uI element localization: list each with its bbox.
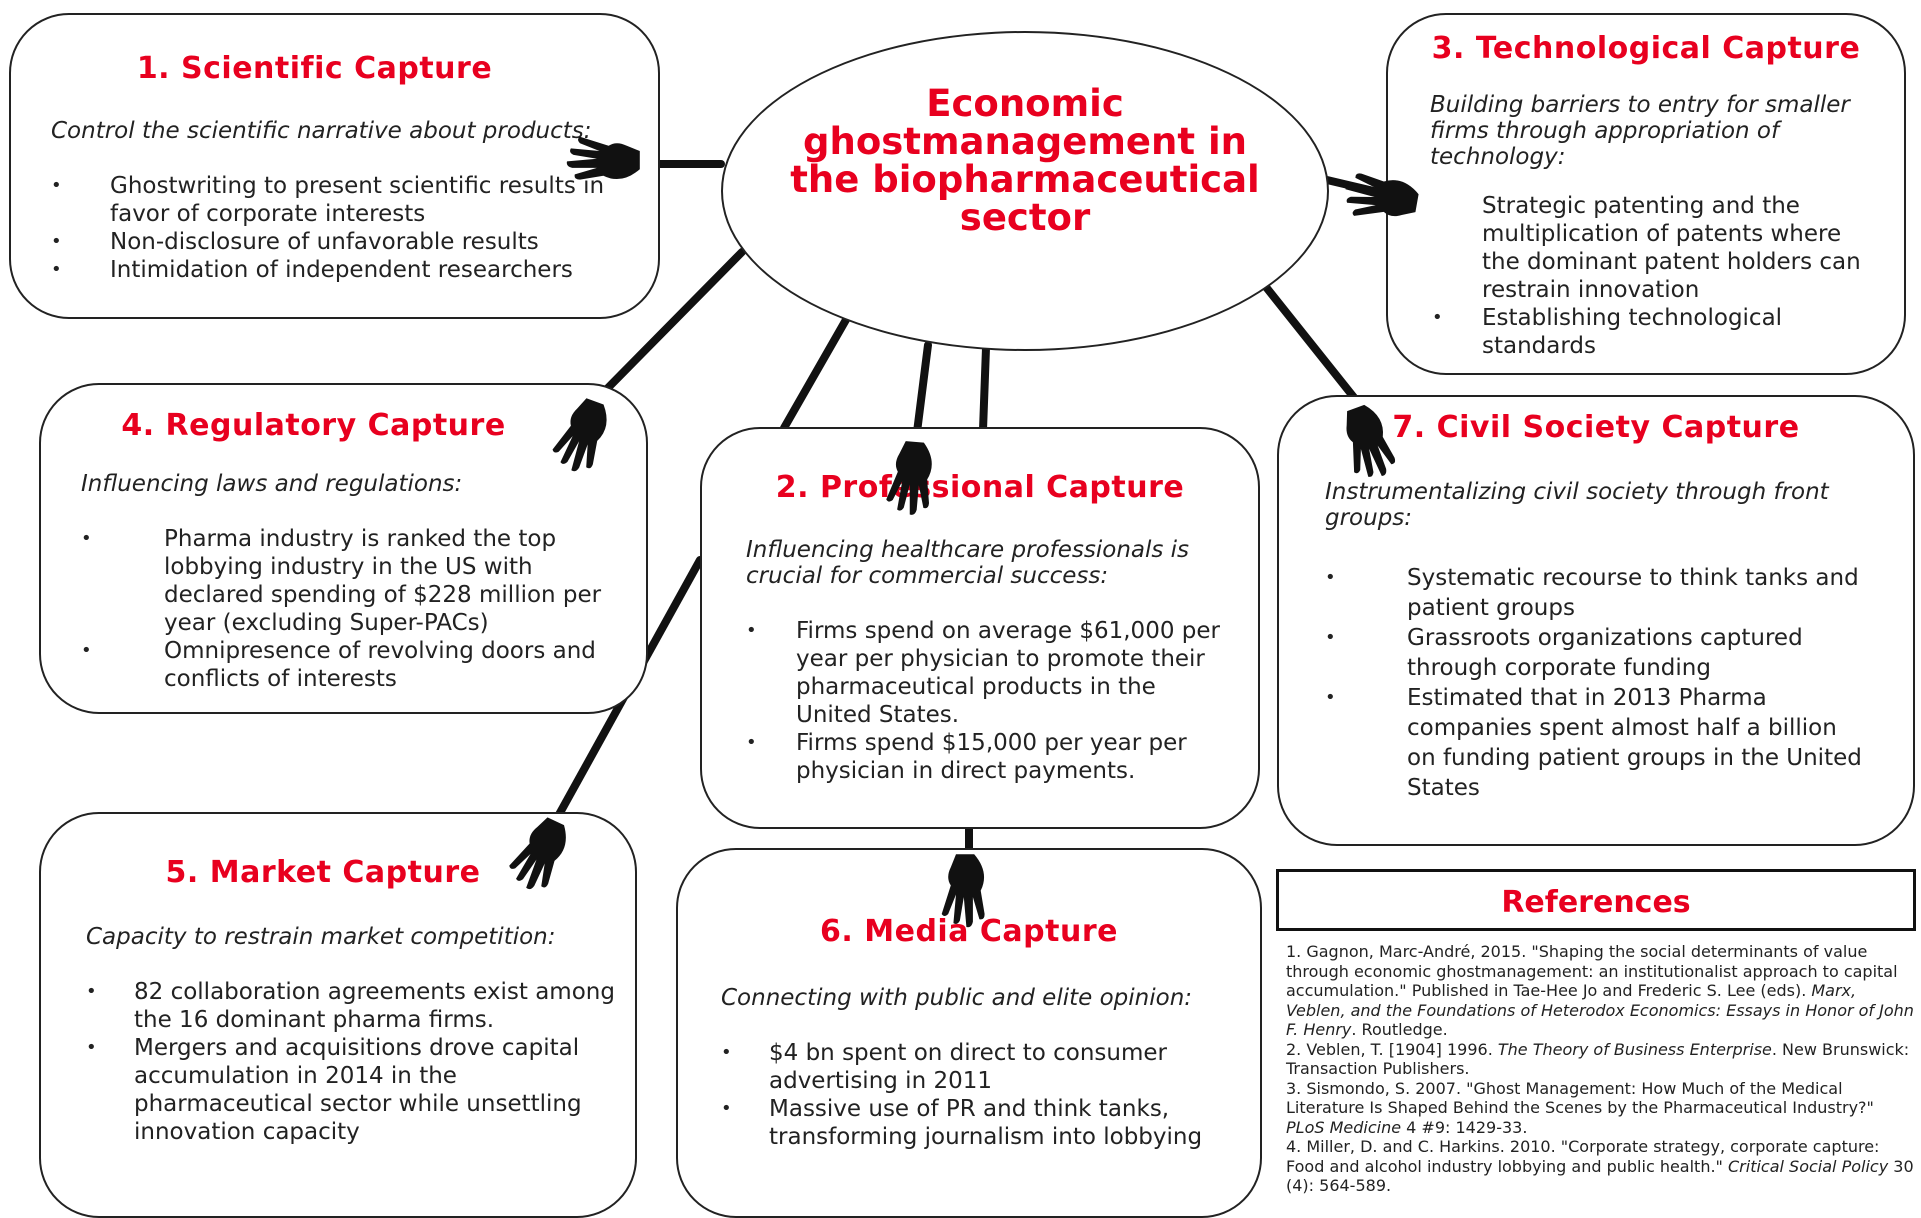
box-market-capture: 5. Market Capture Capacity to restrain m… xyxy=(39,812,637,1218)
references-header: References xyxy=(1276,869,1916,931)
bullet-list: Strategic patenting and the multiplicati… xyxy=(1430,192,1870,360)
box-scientific-capture: 1. Scientific Capture Control the scient… xyxy=(9,13,660,319)
box-subtitle: Control the scientific narrative about p… xyxy=(51,118,592,144)
list-item: •Firms spend $15,000 per year per physic… xyxy=(746,730,1187,784)
box-subtitle: Building barriers to entry for smaller f… xyxy=(1430,92,1850,170)
list-item: Strategic patenting and the multiplicati… xyxy=(1482,193,1861,303)
list-item: •Intimidation of independent researchers xyxy=(51,257,573,283)
bullet-list: •82 collaboration agreements exist among… xyxy=(86,978,616,1146)
reference-item: 2. Veblen, T. [1904] 1996. The Theory of… xyxy=(1286,1039,1910,1079)
box-subtitle: Influencing laws and regulations: xyxy=(81,471,463,497)
hub-title: Economic ghostmanagement in the biopharm… xyxy=(790,82,1260,239)
list-item: •Omnipresence of revolving doors and con… xyxy=(81,638,596,692)
list-item: •$4 bn spent on direct to consumer adver… xyxy=(721,1040,1167,1094)
box-subtitle: Influencing healthcare professionals is … xyxy=(746,537,1190,589)
box-media-capture: 6. Media Capture Connecting with public … xyxy=(676,848,1262,1218)
central-ellipse: Economic ghostmanagement in the biopharm… xyxy=(721,31,1329,351)
box-technological-capture: 3. Technological Capture Building barrie… xyxy=(1386,13,1906,375)
box-title: 3. Technological Capture xyxy=(1431,31,1861,66)
bullet-list: •Ghostwriting to present scientific resu… xyxy=(51,172,626,284)
bullet-list: •Pharma industry is ranked the top lobby… xyxy=(81,525,621,693)
list-item: •Firms spend on average $61,000 per year… xyxy=(746,618,1220,728)
bullet-list: •Systematic recourse to think tanks and … xyxy=(1325,563,1865,803)
list-item: •Systematic recourse to think tanks and … xyxy=(1325,565,1859,621)
box-title: 1. Scientific Capture xyxy=(136,51,493,86)
box-subtitle: Capacity to restrain market competition: xyxy=(86,924,556,950)
box-professional-capture: 2. Professional Capture Influencing heal… xyxy=(700,427,1260,829)
list-item: •Establishing technological standards xyxy=(1432,305,1783,359)
reference-item: 4. Miller, D. and C. Harkins. 2010. "Cor… xyxy=(1286,1137,1914,1195)
reference-item: 1. Gagnon, Marc-André, 2015. "Shaping th… xyxy=(1286,942,1914,1039)
list-item: •Mergers and acquisitions drove capital … xyxy=(86,1035,582,1145)
list-item: •Massive use of PR and think tanks, tran… xyxy=(721,1096,1203,1150)
list-item: •Non-disclosure of unfavorable results xyxy=(51,229,539,255)
bullet-list: •Firms spend on average $61,000 per year… xyxy=(746,617,1236,785)
bullet-list: •$4 bn spent on direct to consumer adver… xyxy=(721,1039,1251,1151)
box-regulatory-capture: 4. Regulatory Capture Influencing laws a… xyxy=(39,383,648,714)
list-item: •Grassroots organizations captured throu… xyxy=(1325,625,1803,681)
references-title: References xyxy=(1501,885,1691,920)
references-list: 1. Gagnon, Marc-André, 2015. "Shaping th… xyxy=(1286,942,1914,1196)
box-title: 7. Civil Society Capture xyxy=(1392,410,1800,445)
box-title: 5. Market Capture xyxy=(165,855,481,890)
list-item: •Ghostwriting to present scientific resu… xyxy=(51,173,605,227)
list-item: •Pharma industry is ranked the top lobby… xyxy=(81,526,602,636)
box-title: 6. Media Capture xyxy=(820,914,1118,949)
box-civil-society-capture: 7. Civil Society Capture Instrumentalizi… xyxy=(1277,395,1915,846)
list-item: •Estimated that in 2013 Pharma companies… xyxy=(1325,685,1862,801)
box-title: 2. Professional Capture xyxy=(775,470,1185,505)
box-title: 4. Regulatory Capture xyxy=(121,408,506,443)
box-subtitle: Connecting with public and elite opinion… xyxy=(721,985,1193,1011)
reference-item: 3. Sismondo, S. 2007. "Ghost Management:… xyxy=(1286,1078,1874,1137)
list-item: •82 collaboration agreements exist among… xyxy=(86,979,615,1033)
box-subtitle: Instrumentalizing civil society through … xyxy=(1325,479,1829,531)
